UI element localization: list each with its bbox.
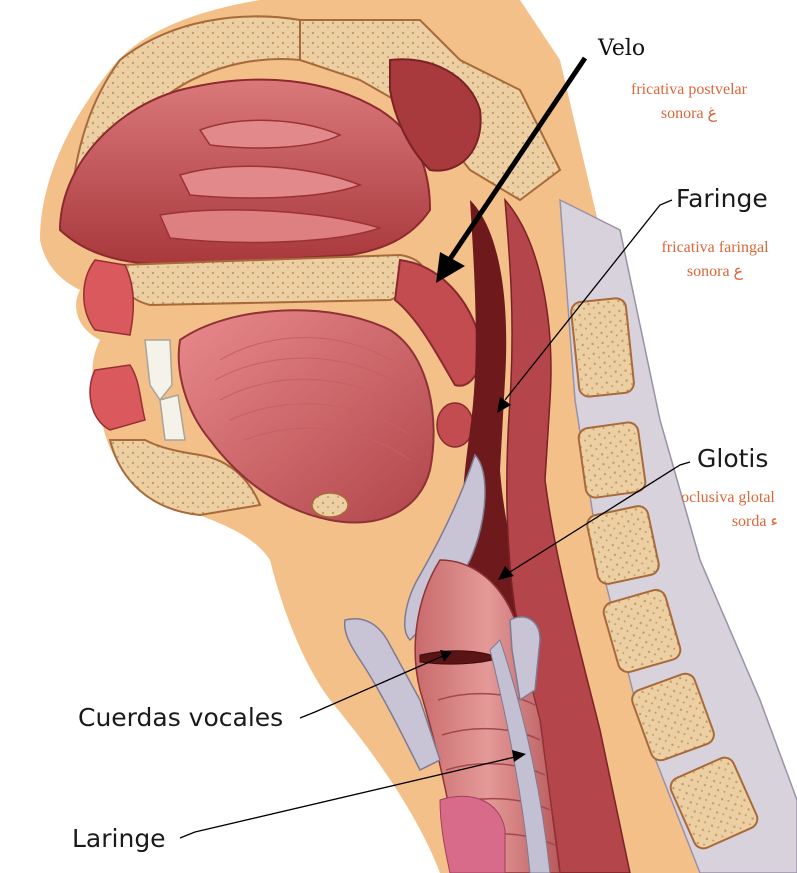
upper-lip bbox=[84, 260, 134, 335]
hyoid-bone bbox=[312, 493, 348, 517]
faringe-sub-line1: fricativa faringal bbox=[636, 236, 794, 260]
faringe-label: Faringe bbox=[676, 184, 768, 213]
glotis-sub-line2: sorda ء bbox=[660, 510, 796, 534]
faringe-sub-line2: sonora ع bbox=[636, 260, 794, 284]
velo-sublabel: fricativa postvelar sonora غ bbox=[604, 78, 774, 126]
cuerdas-vocales-label: Cuerdas vocales bbox=[78, 703, 283, 732]
hard-palate bbox=[119, 255, 426, 305]
glotis-sublabel: oclusiva glotal sorda ء bbox=[660, 486, 796, 534]
glotis-sub-line1: oclusiva glotal bbox=[660, 486, 796, 510]
tonsil bbox=[437, 403, 473, 447]
velo-label: Velo bbox=[598, 36, 645, 61]
velo-sub-line1: fricativa postvelar bbox=[604, 78, 774, 102]
velo-sub-line2: sonora غ bbox=[604, 102, 774, 126]
laringe-label: Laringe bbox=[72, 824, 166, 853]
faringe-sublabel: fricativa faringal sonora ع bbox=[636, 236, 794, 284]
glotis-label: Glotis bbox=[697, 444, 768, 473]
